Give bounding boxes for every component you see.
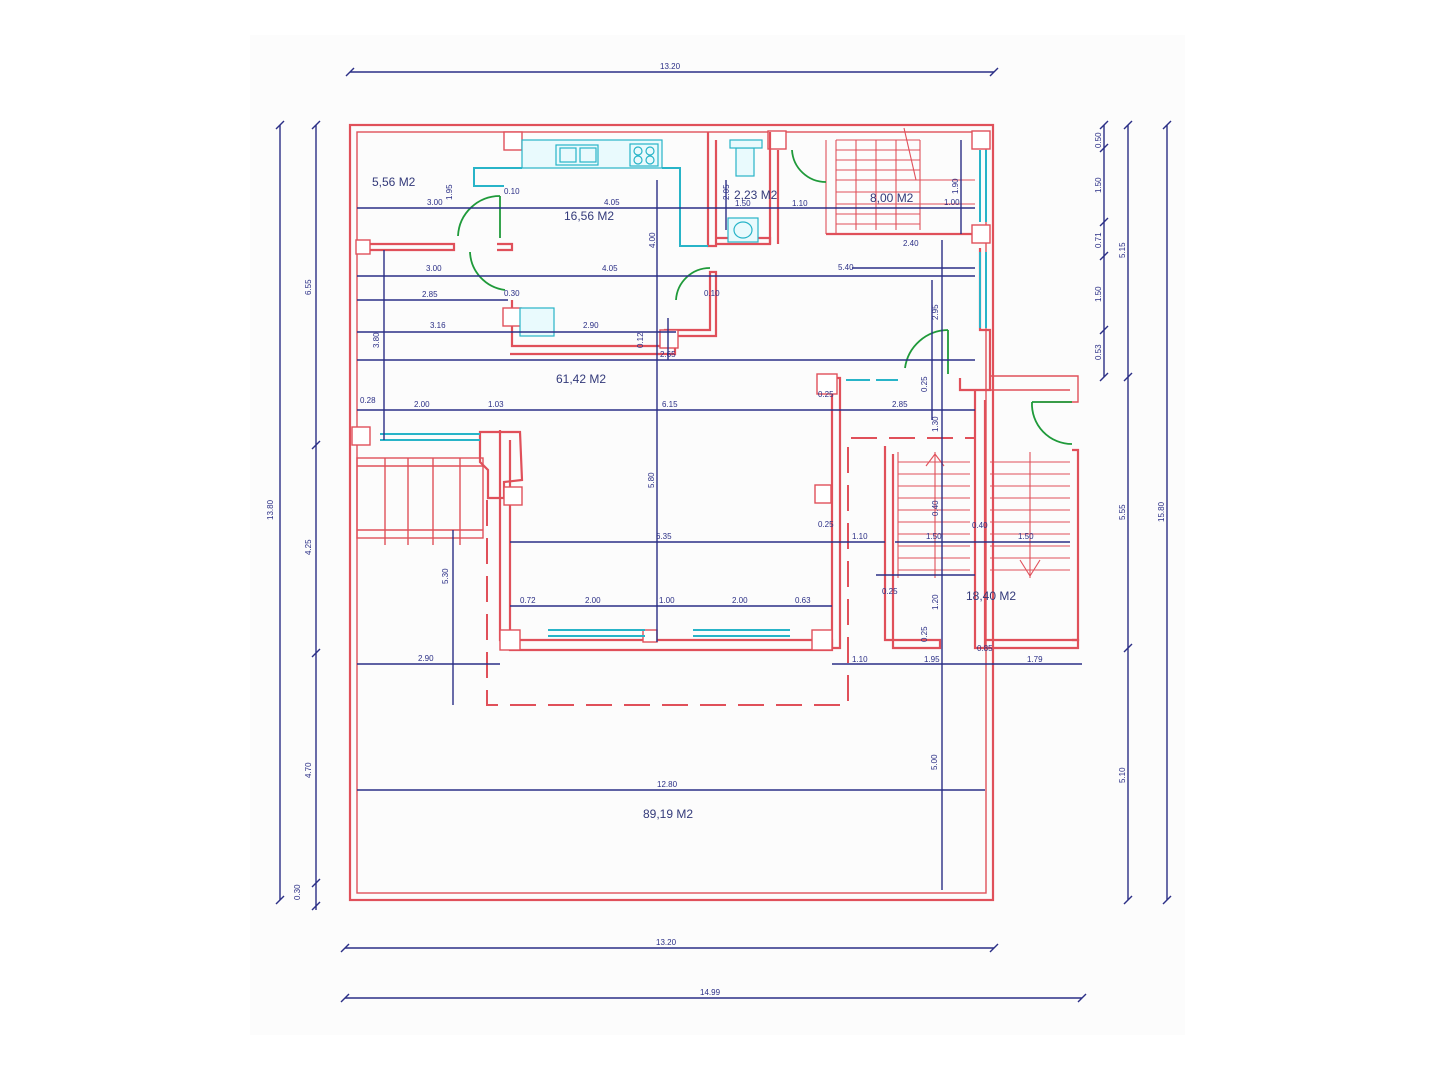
dim-label: 0.30 — [504, 289, 520, 298]
dim-label: 3.00 — [427, 198, 443, 207]
dim-label: 2.85 — [422, 290, 438, 299]
interior-dimension-labels: 3.00 1.95 0.10 4.05 2.05 1.50 1.10 1.90 … — [360, 178, 1043, 789]
dim-label: 6.35 — [656, 532, 672, 541]
dim-label: 0.72 — [520, 596, 536, 605]
overall-dimensions: 13.20 13.20 14.99 13.80 6.55 4.25 4.70 0… — [266, 62, 1172, 1003]
dim-label: 1.79 — [1027, 655, 1043, 664]
dim-label: 2.90 — [418, 654, 434, 663]
dim-label: 2.00 — [585, 596, 601, 605]
dim-label: 5.00 — [930, 754, 939, 770]
windows — [380, 150, 987, 637]
dim-label: 1.10 — [792, 199, 808, 208]
dim-label: 1.90 — [951, 178, 960, 194]
dim-label: 0.25 — [920, 376, 929, 392]
dim-label: 2.65 — [660, 350, 676, 359]
dim-label: 6.15 — [662, 400, 678, 409]
dim-label: 0.25 — [818, 520, 834, 529]
dim-right-a1: 0.50 — [1094, 132, 1103, 148]
dim-left-b: 4.25 — [304, 539, 313, 555]
area-room-a: 5,56 M2 — [372, 175, 416, 189]
dim-label: 1.10 — [852, 532, 868, 541]
dim-right-a5: 0.53 — [1094, 344, 1103, 360]
dim-label: 4.05 — [604, 198, 620, 207]
dim-label: 0.12 — [636, 332, 645, 348]
dim-label: 2.95 — [931, 304, 940, 320]
dim-label: 0.10 — [504, 187, 520, 196]
hall-stairs — [897, 452, 1070, 578]
dim-right-total: 15.80 — [1157, 501, 1166, 522]
dim-label: 4.05 — [602, 264, 618, 273]
dim-top-total: 13.20 — [660, 62, 681, 71]
dim-label: 0.85 — [977, 644, 993, 653]
dim-label: 3.80 — [372, 332, 381, 348]
dim-label: 1.95 — [445, 184, 454, 200]
dim-left-a: 6.55 — [304, 279, 313, 295]
dim-label: 1.30 — [931, 416, 940, 432]
dim-label: 0.25 — [818, 390, 834, 399]
dim-right-a: 5.15 — [1118, 242, 1127, 258]
area-kitchen: 16,56 M2 — [564, 209, 614, 223]
area-labels: 5,56 M2 16,56 M2 2,23 M2 8,00 M2 61,42 M… — [372, 175, 1016, 821]
dim-label: 4.00 — [648, 232, 657, 248]
dim-label: 5.40 — [838, 263, 854, 272]
area-stair-hall: 18,40 M2 — [966, 589, 1016, 603]
dim-left-total: 13.80 — [266, 499, 275, 520]
dim-label: 5.80 — [647, 472, 656, 488]
dim-label: 2.00 — [414, 400, 430, 409]
kitchen-fixtures — [473, 139, 763, 337]
dim-label: 1.00 — [944, 198, 960, 207]
dim-label: 2.90 — [583, 321, 599, 330]
toilet-icon — [735, 147, 755, 177]
dim-label: 1.03 — [488, 400, 504, 409]
upper-stairs — [825, 127, 975, 234]
dim-label: 3.00 — [426, 264, 442, 273]
dim-label: 0.40 — [931, 500, 940, 516]
doors — [457, 149, 1073, 445]
dim-right-b: 5.55 — [1118, 504, 1127, 520]
dim-bottom-overall: 14.99 — [700, 988, 721, 997]
dim-label: 1.50 — [1018, 532, 1034, 541]
dim-label: 0.10 — [704, 289, 720, 298]
area-stairs-top: 8,00 M2 — [870, 191, 914, 205]
dim-label: 1.95 — [924, 655, 940, 664]
dim-label: 1.20 — [931, 594, 940, 610]
dim-label: 0.25 — [920, 626, 929, 642]
area-garden: 89,19 M2 — [643, 807, 693, 821]
dim-right-a4: 1.50 — [1094, 286, 1103, 302]
dim-label: 0.63 — [795, 596, 811, 605]
dim-left-c: 4.70 — [304, 762, 313, 778]
dim-label: 2.85 — [892, 400, 908, 409]
dim-left-d: 0.30 — [293, 884, 302, 900]
dim-label: 5.30 — [441, 568, 450, 584]
dim-right-a3: 0.71 — [1094, 232, 1103, 248]
area-bath: 2,23 M2 — [734, 188, 778, 202]
dim-label: 2.05 — [722, 184, 731, 200]
dim-label: 1.00 — [659, 596, 675, 605]
dim-right-a2: 1.50 — [1094, 177, 1103, 193]
dim-label: 2.00 — [732, 596, 748, 605]
terrace-outline — [486, 437, 975, 706]
area-living: 61,42 M2 — [556, 372, 606, 386]
dim-label: 1.50 — [926, 532, 942, 541]
dim-bottom-total: 13.20 — [656, 938, 677, 947]
dim-label: 0.40 — [972, 521, 988, 530]
dim-label: 2.40 — [903, 239, 919, 248]
dim-label: 1.50 — [735, 199, 751, 208]
stove-icon — [629, 143, 659, 167]
dim-label: 12.80 — [657, 780, 678, 789]
dim-label: 1.10 — [852, 655, 868, 664]
drawing-sheet — [250, 35, 1185, 1035]
dim-right-c: 5.10 — [1118, 767, 1127, 783]
dim-label: 0.25 — [882, 587, 898, 596]
dim-label: 0.28 — [360, 396, 376, 405]
dim-label: 3.16 — [430, 321, 446, 330]
interior-dimension-lines — [357, 140, 1082, 890]
